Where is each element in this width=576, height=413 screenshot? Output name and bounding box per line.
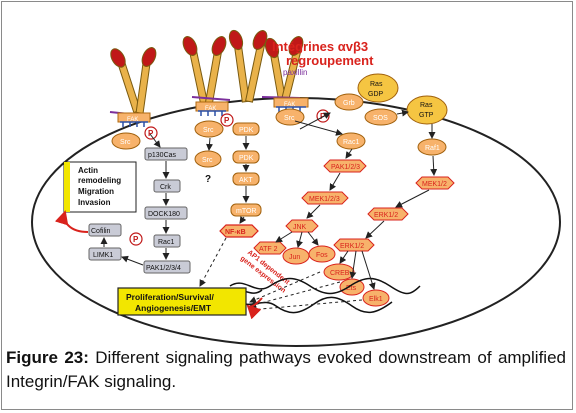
integrin-title-line1: Intégrines αvβ3 [272, 39, 368, 54]
grb-label: Grb [343, 100, 355, 107]
fos-label: Fos [316, 252, 328, 259]
src-label-4: Src [284, 115, 295, 122]
proliferation-line2: Angiogenesis/EMT [135, 303, 212, 313]
raf1-label: Raf1 [425, 145, 440, 152]
nfkb-label: NF-κB [225, 229, 246, 236]
actin-line4: Invasion [78, 198, 111, 207]
dna-strands [225, 277, 421, 314]
ets-label: Ets [346, 285, 357, 292]
jun-label: Jun [289, 254, 300, 261]
atf2-label: ATF 2 [259, 246, 278, 253]
paxillin-label: paxillin [283, 68, 307, 77]
fak-boxes [117, 97, 309, 127]
phospho-p-2: P [224, 116, 230, 125]
akt-label: AKT [239, 177, 253, 184]
ras-gdp-line2: GDP [368, 91, 384, 98]
fak-label-2: FAK [205, 106, 216, 112]
limk1-label: LIMK1 [93, 252, 113, 259]
crk-label: Crk [160, 184, 171, 191]
elk1-label: Elk1 [369, 296, 383, 303]
fak-label-1: FAK [127, 117, 138, 123]
proliferation-line1: Proliferation/Survival/ [126, 292, 214, 302]
ras-gdp-line1: Ras [370, 81, 383, 88]
mek12-label: MEK1/2 [422, 181, 447, 188]
actin-remodeling-box [63, 161, 137, 213]
jnk-label: JNK [293, 224, 307, 231]
mek123-label: MEK1/2/3 [309, 196, 340, 203]
creb-label: CREB [330, 270, 350, 277]
phospho-p-4: P [133, 235, 139, 244]
caption-text: Different signaling pathways evoked down… [6, 348, 566, 391]
erk12-label-lower: ERK1/2 [340, 243, 364, 250]
pak123-label: PAK1/2/3 [331, 164, 360, 171]
question-mark: ? [205, 174, 211, 185]
proliferation-box [117, 287, 247, 316]
src-label-1: Src [120, 139, 131, 146]
actin-line2: remodeling [78, 176, 121, 185]
p130cas-label: p130Cas [148, 152, 177, 159]
actin-line1: Actin [78, 166, 98, 175]
pdk-label-2: PDK [239, 155, 254, 162]
actin-line3: Migration [78, 187, 114, 196]
cofilin-label: Cofilin [91, 228, 111, 235]
src-label-3: Src [202, 157, 213, 164]
integrin-title-line2: regroupement [286, 53, 374, 68]
phospho-p-1: P [148, 129, 154, 138]
erk12-label-upper: ERK1/2 [374, 212, 398, 219]
ras-gtp-line1: Ras [420, 102, 433, 109]
figure-caption: Figure 23: Different signaling pathways … [6, 346, 566, 394]
pdk-label-1: PDK [239, 127, 254, 134]
fak-label-3: FAK [284, 102, 295, 108]
sos-label: SOS [373, 115, 388, 122]
mtor-label: mTOR [236, 208, 256, 215]
ras-gtp-line2: GTP [419, 112, 434, 119]
rac1-label-right: Rac1 [343, 139, 359, 146]
src-label-2: Src [203, 127, 214, 134]
dock180-label: DOCK180 [148, 211, 180, 218]
ras-gtp-node [406, 95, 448, 125]
figure-label: Figure 23: [6, 348, 89, 367]
pak1234-label: PAK1/2/3/4 [146, 265, 181, 272]
ras-gdp-node [357, 73, 399, 103]
rac1-label-left: Rac1 [158, 239, 174, 246]
